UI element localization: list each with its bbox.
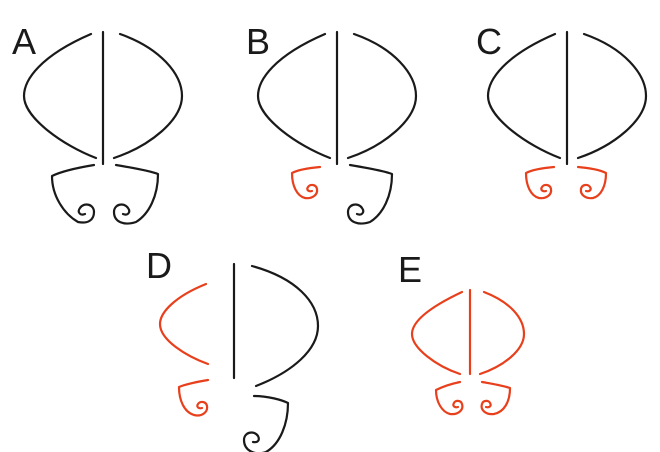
panel-label-c: C	[476, 21, 502, 62]
curl-right	[578, 167, 606, 198]
curl-left	[526, 167, 554, 198]
curl-right	[244, 396, 288, 452]
curl-left	[436, 382, 462, 414]
panel-label-b: B	[246, 21, 270, 62]
panel-label-a: A	[12, 21, 36, 62]
curl-right	[482, 382, 510, 414]
curl-left	[292, 167, 320, 198]
panel-b: B	[246, 21, 416, 224]
curl-left	[179, 380, 208, 415]
panel-a: A	[12, 21, 182, 224]
outer-left-arc	[160, 284, 208, 364]
outer-right-arc	[348, 34, 416, 158]
panel-d: D	[146, 245, 318, 452]
outer-right-arc	[252, 266, 318, 386]
outer-right-arc	[114, 34, 182, 158]
outer-right-arc	[480, 292, 524, 374]
panel-label-d: D	[146, 245, 172, 286]
panel-c: C	[476, 21, 646, 198]
curl-left	[52, 165, 94, 223]
panel-label-e: E	[398, 249, 422, 290]
panel-e: E	[398, 249, 524, 414]
outer-right-arc	[578, 34, 646, 158]
curl-right	[348, 165, 392, 224]
outer-left-arc	[412, 292, 462, 374]
curl-right	[114, 165, 158, 224]
